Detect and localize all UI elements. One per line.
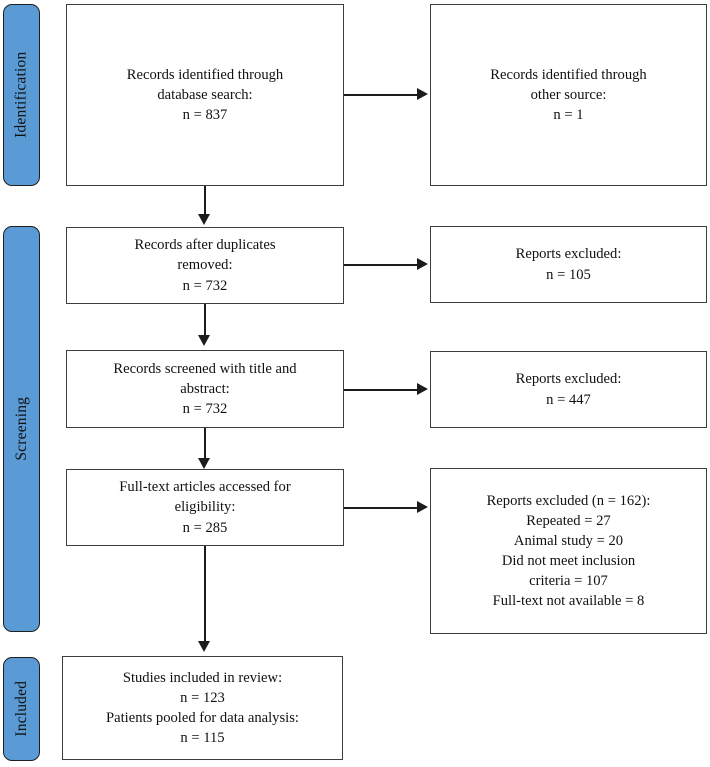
connector-identification-to-screening (204, 186, 206, 215)
box-studies-included: Studies included in review: n = 123 Pati… (62, 656, 343, 760)
box-reports-excluded-duplicates: Reports excluded: n = 105 (430, 226, 707, 303)
connector-fulltext-to-included (204, 546, 206, 642)
connector-screened-to-fulltext (204, 428, 206, 460)
box-reports-excluded-screening-text: Reports excluded: n = 447 (515, 371, 622, 408)
box-records-identified-database: Records identified through database sear… (66, 4, 344, 186)
box-studies-included-text: Studies included in review: n = 123 Pati… (106, 669, 299, 747)
connector-fulltext-horizontal (344, 507, 418, 509)
box-reports-excluded-duplicates-text: Reports excluded: n = 105 (515, 246, 622, 283)
arrowhead-identification-horizontal (417, 88, 428, 100)
box-records-screened: Records screened with title and abstract… (66, 350, 344, 428)
connector-identification-horizontal (344, 94, 418, 96)
connector-duplicates-to-screened (204, 304, 206, 336)
arrowhead-duplicates-horizontal (417, 258, 428, 270)
stage-label-included: Included (12, 681, 30, 737)
box-fulltext-eligibility: Full-text articles accessed for eligibil… (66, 469, 344, 546)
connector-screening-horizontal (344, 389, 418, 391)
stage-label-identification: Identification (12, 51, 30, 139)
arrowhead-fulltext-horizontal (417, 501, 428, 513)
box-records-identified-other-text: Records identified through other source:… (490, 66, 647, 124)
arrowhead-screening-horizontal (417, 383, 428, 395)
box-records-identified-database-text: Records identified through database sear… (126, 66, 284, 124)
arrowhead-identification-to-screening (198, 214, 210, 225)
box-records-after-duplicates: Records after duplicates removed: n = 73… (66, 227, 344, 304)
box-fulltext-eligibility-text: Full-text articles accessed for eligibil… (119, 479, 291, 536)
arrowhead-screened-to-fulltext (198, 458, 210, 469)
box-records-identified-other: Records identified through other source:… (430, 4, 707, 186)
box-reports-excluded-fulltext: Reports excluded (n = 162): Repeated = 2… (430, 468, 707, 634)
box-records-screened-text: Records screened with title and abstract… (113, 360, 297, 418)
stage-pill-identification: Identification (3, 4, 40, 186)
box-reports-excluded-fulltext-text: Reports excluded (n = 162): Repeated = 2… (486, 492, 651, 610)
stage-label-screening: Screening (12, 397, 30, 461)
stage-pill-screening: Screening (3, 226, 40, 632)
connector-duplicates-horizontal (344, 264, 418, 266)
arrowhead-fulltext-to-included (198, 641, 210, 652)
box-records-after-duplicates-text: Records after duplicates removed: n = 73… (134, 237, 276, 294)
box-reports-excluded-screening: Reports excluded: n = 447 (430, 351, 707, 428)
stage-pill-included: Included (3, 657, 40, 761)
arrowhead-duplicates-to-screened (198, 335, 210, 346)
